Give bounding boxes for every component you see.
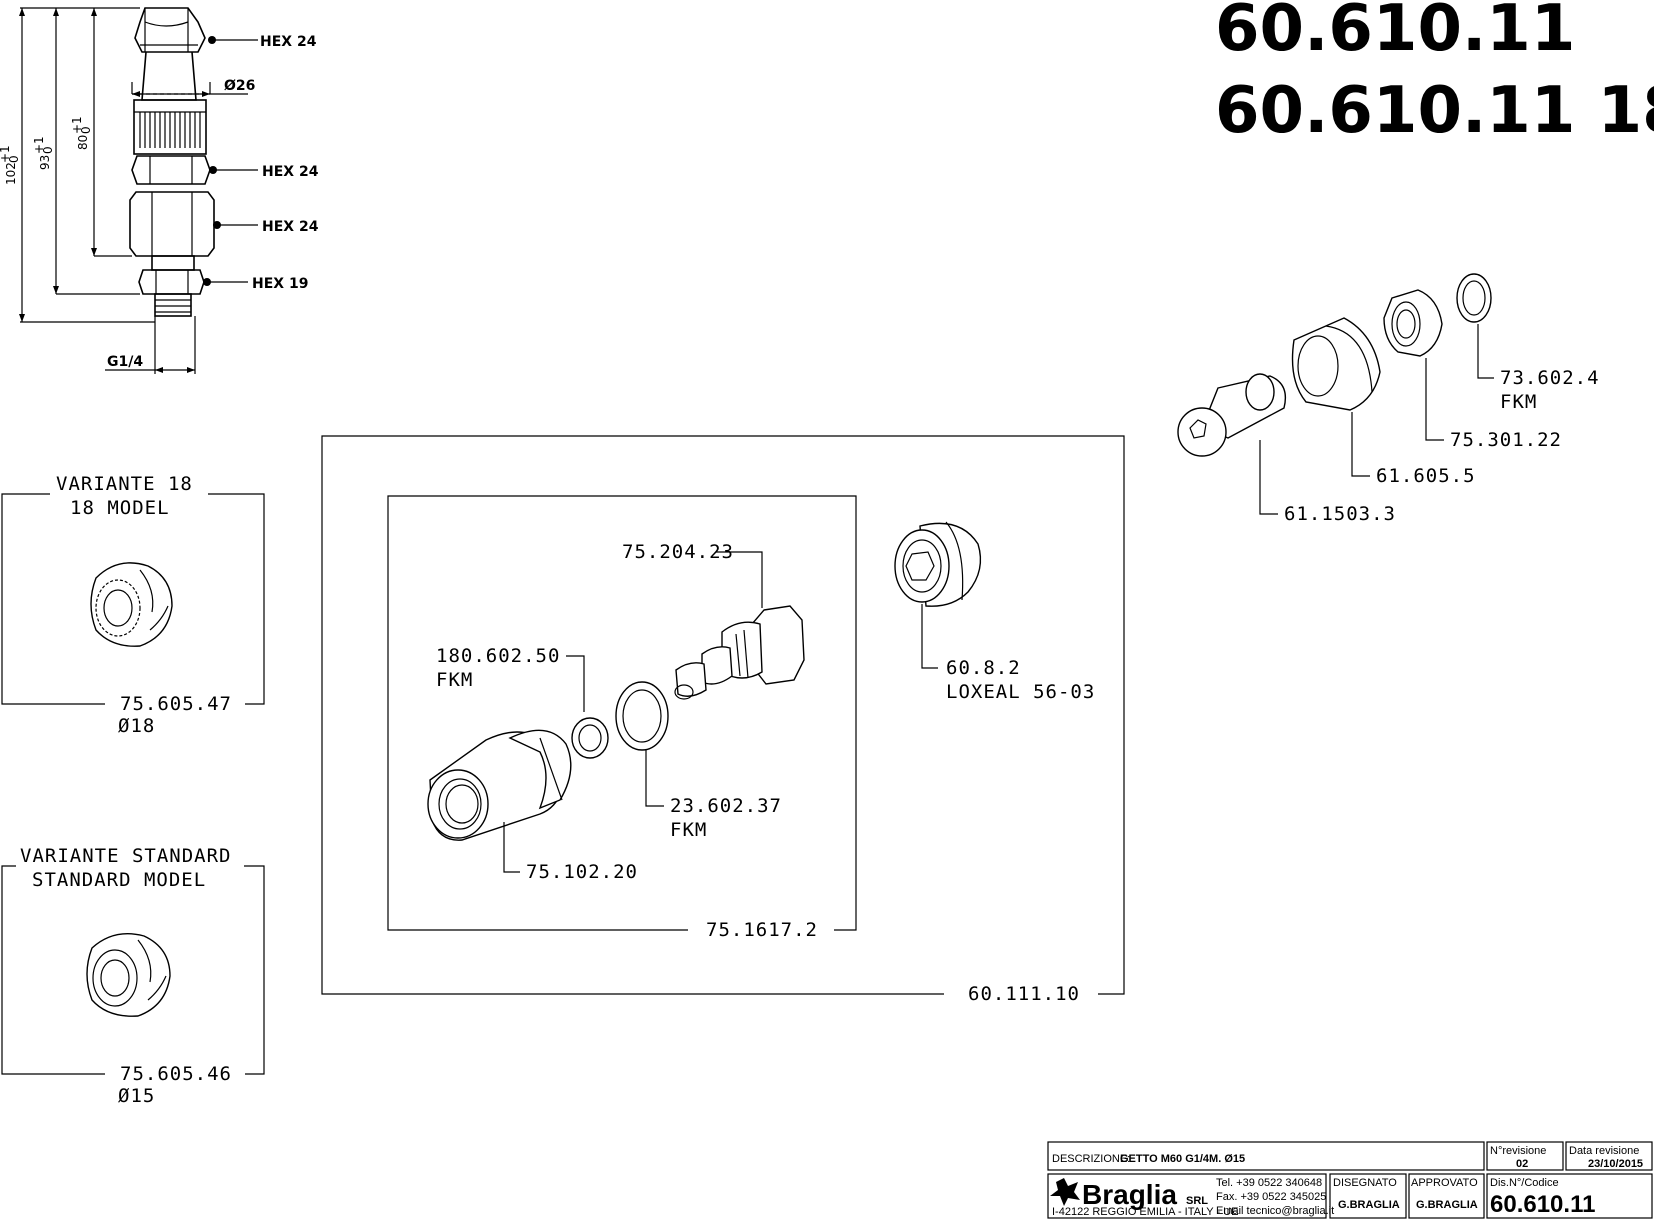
variant-standard-code: 75.605.46 <box>120 1063 232 1085</box>
variant-18-title: VARIANTE 18 <box>56 473 193 495</box>
part-60-8-2-material: LOXEAL 56-03 <box>946 681 1095 703</box>
company-fax: Fax. +39 0522 345025 <box>1216 1191 1326 1203</box>
hex-label-2: HEX 24 <box>262 164 319 180</box>
hex-label-4: HEX 19 <box>252 276 308 292</box>
hex-nut-61-605-5 <box>1291 317 1381 411</box>
rev-label: N°revisione <box>1490 1145 1546 1157</box>
diameter-label: Ø26 <box>224 78 255 94</box>
nut-75-301-22 <box>1383 289 1443 357</box>
ball-joint-61-1503-3 <box>1177 373 1287 457</box>
variant-box-18: VARIANTE 18 18 MODEL 75.605.47 Ø18 <box>1 473 265 737</box>
descr-label: DESCRIZIONE: <box>1052 1153 1130 1165</box>
part-73-602-4-material: FKM <box>1500 391 1537 413</box>
assembly-inner-box: 75.1617.2 <box>387 495 857 941</box>
part-60-8-2: 60.8.2 <box>946 657 1021 679</box>
part-180-602-50-material: FKM <box>436 669 473 691</box>
dim-102-tol-plus: +1 <box>0 145 12 163</box>
company-address: I-42122 REGGIO EMILIA - ITALY - UE <box>1052 1206 1238 1218</box>
nozzle-body-75-102-20 <box>427 729 572 841</box>
variant-18-subtitle: 18 MODEL <box>70 497 170 519</box>
part-61-605-5: 61.605.5 <box>1376 465 1476 487</box>
dim-80: 80 <box>76 135 90 150</box>
dim-93: 93 <box>38 155 52 170</box>
dim-102-tol-zero: 0 <box>7 155 21 163</box>
drawn-value: G.BRAGLIA <box>1338 1199 1400 1211</box>
thread-label: G1/4 <box>107 354 143 370</box>
part-180-602-50: 180.602.50 <box>436 645 560 667</box>
hex-label-1: HEX 24 <box>260 34 317 50</box>
hex-label-3: HEX 24 <box>262 219 319 235</box>
company-tel: Tel. +39 0522 340648 <box>1216 1177 1322 1189</box>
date-value: 23/10/2015 <box>1588 1158 1643 1170</box>
variant-standard-subtitle: STANDARD MODEL <box>32 869 206 891</box>
oring-180-602-50 <box>571 717 609 759</box>
code-primary: 60.610.11 <box>1215 0 1575 66</box>
part-75-102-20: 75.102.20 <box>526 861 638 883</box>
nut-18-illustration <box>90 562 173 647</box>
part-75-301-22: 75.301.22 <box>1450 429 1562 451</box>
part-73-602-4: 73.602.4 <box>1500 367 1600 389</box>
assembly-outer-box: 60.111.10 <box>321 435 1125 1005</box>
descr-value: GETTO M60 G1/4M. Ø15 <box>1120 1153 1245 1165</box>
part-23-602-37-material: FKM <box>670 819 707 841</box>
code-variant: 60.610.11 18 <box>1215 74 1654 148</box>
part-61-1503-3: 61.1503.3 <box>1284 503 1396 525</box>
part-23-602-37: 23.602.37 <box>670 795 782 817</box>
variant-standard-title: VARIANTE STANDARD <box>20 845 231 867</box>
dim-102: 102 <box>4 162 18 185</box>
drawn-label: DISEGNATO <box>1333 1177 1397 1189</box>
date-label: Data revisione <box>1569 1145 1639 1157</box>
approved-label: APPROVATO <box>1411 1177 1478 1189</box>
part-75-204-23: 75.204.23 <box>622 541 734 563</box>
part-60-111-10: 60.111.10 <box>968 983 1080 1005</box>
company-suffix: SRL <box>1186 1195 1208 1207</box>
side-view: HEX 24 HEX 24 HEX 24 HEX 19 Ø26 102 +1 0… <box>0 7 319 374</box>
title-block: DESCRIZIONE: GETTO M60 G1/4M. Ø15 N°revi… <box>1047 1141 1653 1219</box>
company-name: Braglia <box>1082 1179 1177 1210</box>
variant-18-code: 75.605.47 <box>120 693 232 715</box>
braglia-logo-icon <box>1050 1178 1080 1206</box>
dim-93-tol-zero: 0 <box>41 146 55 154</box>
part-75-1617-2: 75.1617.2 <box>706 919 818 941</box>
nut-standard-illustration <box>86 933 171 1017</box>
approved-value: G.BRAGLIA <box>1416 1199 1478 1211</box>
code-value: 60.610.11 <box>1490 1191 1595 1218</box>
company-email: Email tecnico@braglia.it <box>1216 1205 1334 1217</box>
variant-18-size: Ø18 <box>118 715 155 737</box>
dim-80-tol-plus: +1 <box>70 116 84 134</box>
variant-standard-size: Ø15 <box>118 1085 155 1107</box>
code-label: Dis.N°/Codice <box>1490 1177 1559 1189</box>
dim-93-tol-plus: +1 <box>32 136 46 154</box>
washer-23-602-37 <box>615 681 669 751</box>
dim-80-tol-zero: 0 <box>79 126 93 134</box>
oring-73-602-4 <box>1456 273 1492 323</box>
variant-box-standard: VARIANTE STANDARD STANDARD MODEL 75.605.… <box>1 845 265 1107</box>
knurl-pattern <box>139 112 201 148</box>
rev-value: 02 <box>1516 1158 1528 1170</box>
insert-60-8-2 <box>894 521 982 607</box>
cartridge-75-204-23 <box>674 605 805 700</box>
